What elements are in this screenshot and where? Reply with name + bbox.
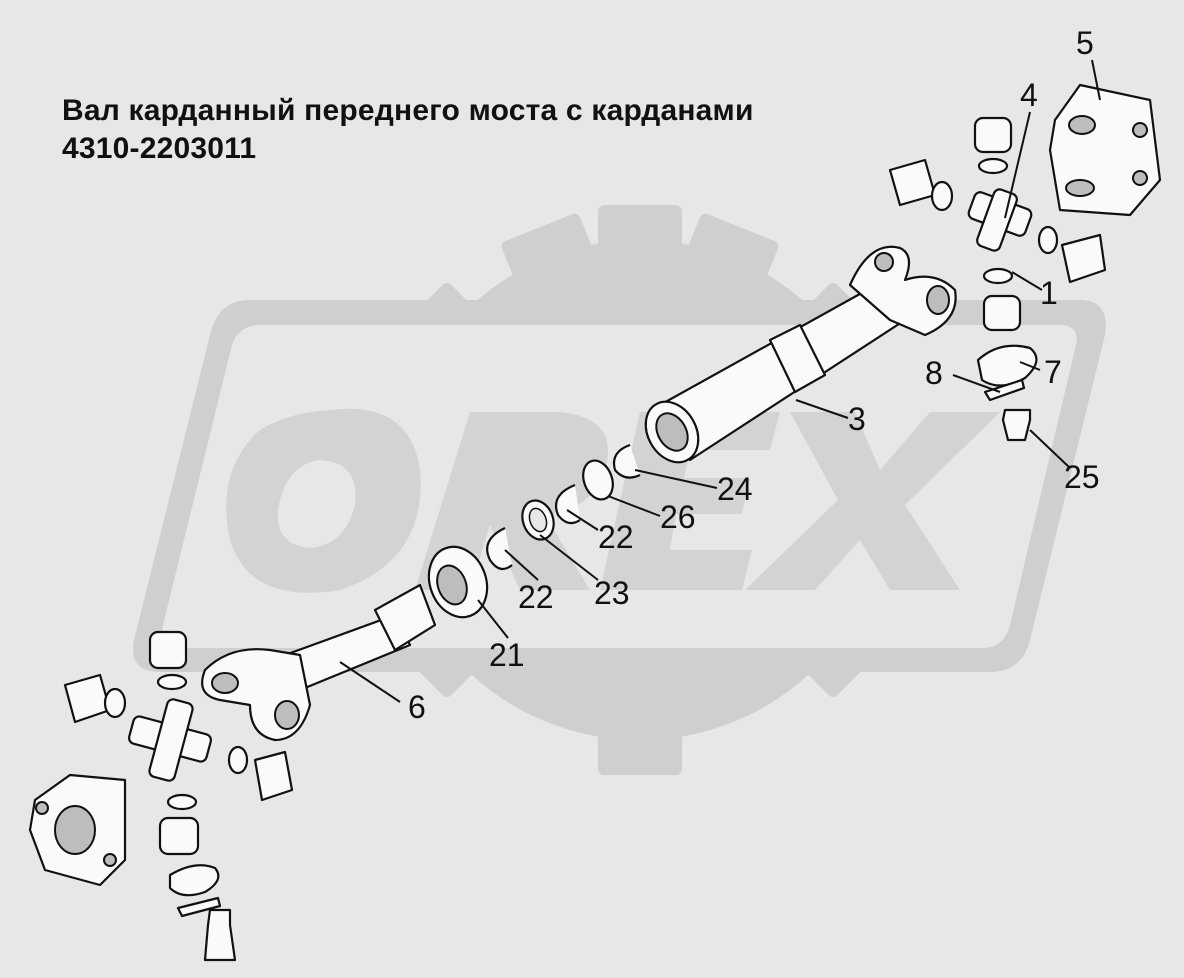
part-5-flange-yoke bbox=[1048, 83, 1162, 217]
hardware-bottom bbox=[168, 864, 237, 962]
callout-22-upper: 22 bbox=[598, 519, 634, 555]
part-21-bearing bbox=[427, 545, 489, 619]
watermark-panel-inner bbox=[162, 325, 1077, 648]
callout-8: 8 bbox=[925, 355, 943, 391]
callouts: 5 4 1 7 8 3 25 24 26 22 23 22 21 6 bbox=[408, 25, 1100, 725]
part-flange-bottom bbox=[28, 773, 127, 887]
callout-22-lower: 22 bbox=[518, 579, 554, 615]
leader-lines bbox=[339, 59, 1101, 703]
rings bbox=[486, 443, 641, 571]
part-cross-bottom bbox=[63, 630, 294, 856]
callout-24: 24 bbox=[717, 471, 753, 507]
part-3-tube bbox=[644, 245, 957, 464]
callout-5: 5 bbox=[1076, 25, 1094, 61]
callout-25: 25 bbox=[1064, 459, 1100, 495]
watermark bbox=[133, 205, 1106, 775]
callout-23: 23 bbox=[594, 575, 630, 611]
callout-6: 6 bbox=[408, 689, 426, 725]
diagram-title: Вал карданный переднего моста с карданам… bbox=[62, 92, 754, 168]
callout-1: 1 bbox=[1040, 275, 1058, 311]
callout-7: 7 bbox=[1044, 354, 1062, 390]
callout-26: 26 bbox=[660, 499, 696, 535]
callout-4: 4 bbox=[1020, 77, 1038, 113]
callout-21: 21 bbox=[489, 637, 525, 673]
part-4-cross-top bbox=[888, 116, 1107, 332]
title-line-2: 4310-2203011 bbox=[62, 132, 257, 165]
callout-3: 3 bbox=[848, 401, 866, 437]
watermark-letters bbox=[226, 408, 1000, 593]
hardware-top bbox=[976, 344, 1038, 442]
title-line-1: Вал карданный переднего моста с карданам… bbox=[62, 94, 754, 127]
part-6-yoke-shaft bbox=[201, 583, 437, 742]
